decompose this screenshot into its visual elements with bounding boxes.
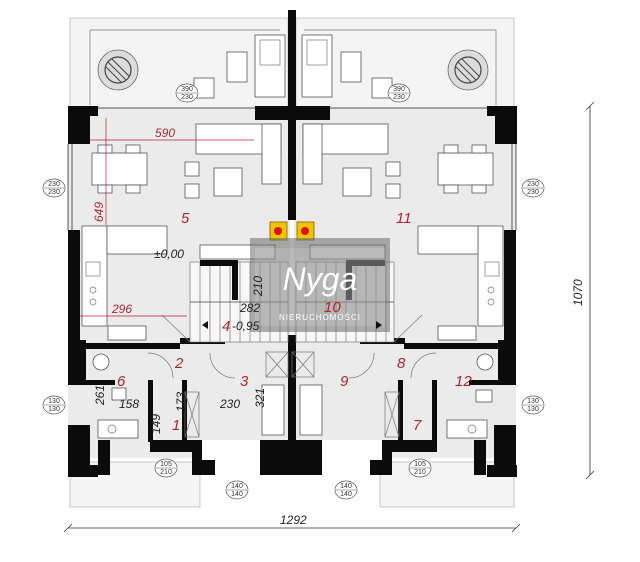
terrace-table-right-icon <box>340 51 362 83</box>
door-arc-right <box>410 352 437 379</box>
dimension-590: 590 <box>155 126 175 140</box>
door-arc-left <box>147 352 174 379</box>
room-number-2: 2 <box>174 355 184 372</box>
svg-text:105: 105 <box>414 461 426 468</box>
room-number-5: 5 <box>181 210 190 227</box>
window-tag-130-right: 130 130 <box>521 395 545 415</box>
svg-text:140: 140 <box>340 483 352 490</box>
window-tag-130-left: 130 130 <box>42 395 66 415</box>
wardrobe-left-icon <box>261 384 285 436</box>
toilet-right-icon <box>475 389 493 403</box>
dimension-649: 649 <box>92 202 106 222</box>
fireplace-left-icon <box>269 221 288 241</box>
svg-text:130: 130 <box>48 398 60 405</box>
window-tag-230-right: 230 230 <box>521 178 545 198</box>
svg-text:140: 140 <box>231 491 243 498</box>
sink-right-icon <box>476 353 494 371</box>
dimension-296: 296 <box>111 302 132 316</box>
sunbed-left-icon <box>254 34 286 98</box>
planter-left-icon <box>97 49 139 91</box>
dining-table-right-icon <box>437 152 494 186</box>
washbasin-left-icon <box>97 419 139 439</box>
room-number-7: 7 <box>413 417 422 434</box>
room-number-12: 12 <box>455 373 472 390</box>
svg-text:230: 230 <box>48 189 60 196</box>
walls <box>68 10 517 477</box>
svg-text:230: 230 <box>393 94 405 101</box>
svg-text:130: 130 <box>527 406 539 413</box>
window-tag-390-right: 390 230 <box>387 83 411 103</box>
washbasin-right-icon <box>446 419 488 439</box>
watermark-tagline: NIERUCHOMOŚCI <box>279 313 361 322</box>
dimension-158: 158 <box>119 397 139 411</box>
room-number-3: 3 <box>240 373 249 390</box>
room-number-8: 8 <box>397 355 406 372</box>
dimension-210: 210 <box>251 276 265 297</box>
window-tag-105-right: 105 210 <box>408 458 432 478</box>
svg-text:210: 210 <box>160 469 172 476</box>
svg-text:230: 230 <box>181 94 193 101</box>
overall-width: 1292 <box>280 513 307 527</box>
svg-text:230: 230 <box>527 181 539 188</box>
svg-text:210: 210 <box>414 469 426 476</box>
dimension-282: 282 <box>239 301 260 315</box>
watermark-logo-text: Nyga <box>283 261 358 297</box>
toilet-left-icon <box>111 387 127 401</box>
dimension-149: 149 <box>149 414 163 434</box>
window-tag-390-left: 390 230 <box>175 83 199 103</box>
svg-text:130: 130 <box>48 406 60 413</box>
level-main: ±0,00 <box>154 247 184 261</box>
dimension-173: 173 <box>174 392 188 412</box>
coffee-table-right-icon <box>342 167 372 197</box>
window-tag-105-left: 105 210 <box>154 458 178 478</box>
dimension-261: 261 <box>93 385 107 406</box>
coffee-table-left-icon <box>213 167 243 197</box>
room-number-6: 6 <box>117 373 126 390</box>
svg-text:130: 130 <box>527 398 539 405</box>
svg-text:230: 230 <box>48 181 60 188</box>
wardrobe-right-icon <box>299 384 323 436</box>
room-number-4: 4 <box>222 318 230 335</box>
window-tag-230-left: 230 230 <box>42 178 66 198</box>
level-stairs: -0,95 <box>232 319 260 333</box>
svg-text:140: 140 <box>231 483 243 490</box>
planter-right-icon <box>447 49 489 91</box>
sunbed-right-icon <box>301 34 333 98</box>
svg-text:390: 390 <box>181 86 193 93</box>
sink-left-icon <box>92 353 110 371</box>
svg-text:390: 390 <box>393 86 405 93</box>
watermark-logo: Nyga NIERUCHOMOŚCI <box>250 238 390 332</box>
svg-text:105: 105 <box>160 461 172 468</box>
room-number-9: 9 <box>340 373 349 390</box>
dimension-230: 230 <box>219 397 240 411</box>
dimension-321: 321 <box>253 388 267 408</box>
dining-table-left-icon <box>91 152 148 186</box>
room-number-1: 1 <box>172 417 180 434</box>
room-number-11: 11 <box>396 210 412 227</box>
fireplace-right-icon <box>296 221 315 241</box>
overall-depth: 1070 <box>571 279 585 306</box>
window-tag-140-left: 140 140 <box>225 480 249 500</box>
svg-text:230: 230 <box>527 189 539 196</box>
terrace-table-left-icon <box>226 51 248 83</box>
window-tag-140-right: 140 140 <box>334 480 358 500</box>
svg-text:140: 140 <box>340 491 352 498</box>
room-number-10: 10 <box>324 299 341 316</box>
